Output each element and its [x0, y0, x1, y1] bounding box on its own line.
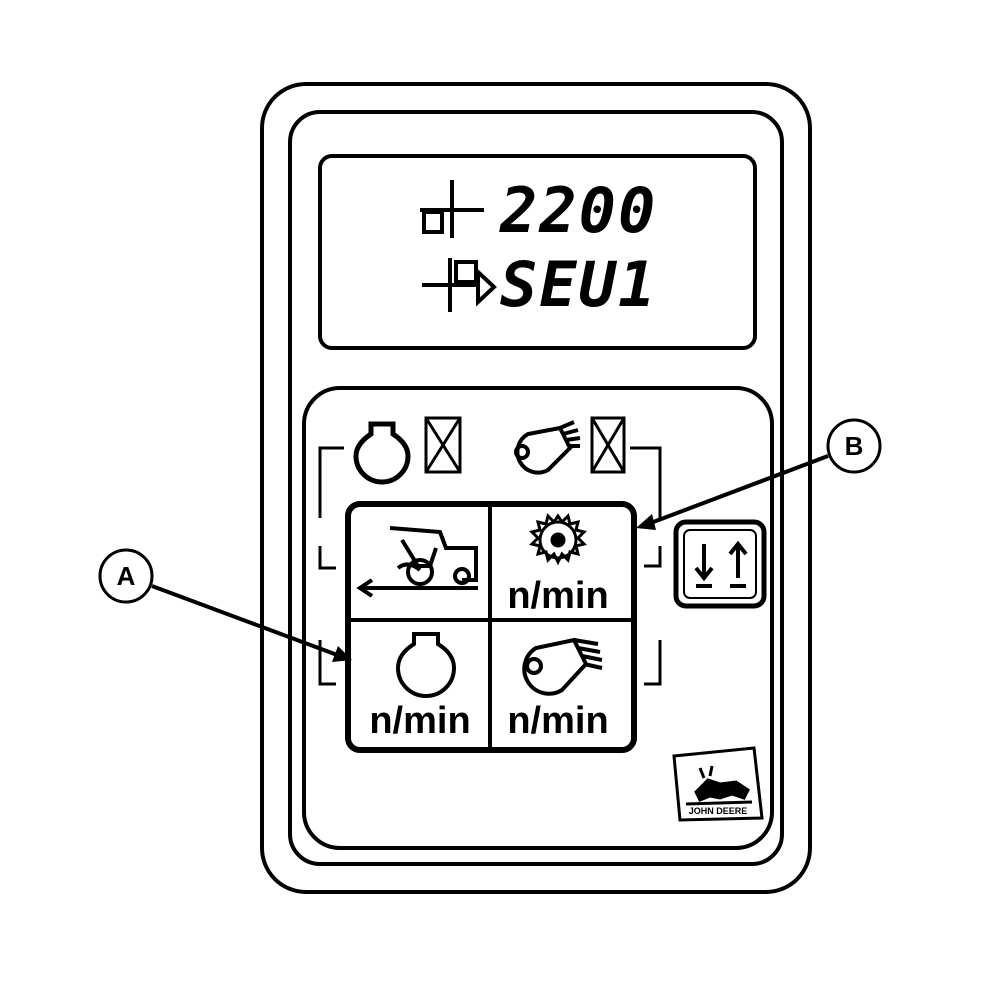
threshing-cylinder-icon	[529, 513, 587, 566]
engine-speed-key[interactable]: n/min	[350, 622, 488, 748]
display-line2-value: SEU1	[500, 248, 657, 321]
lcd-display	[318, 154, 757, 350]
fan-unit-label: n/min	[507, 700, 608, 742]
fan-speed-key[interactable]: n/min	[492, 622, 632, 748]
cleaning-fan-key-icon	[522, 637, 603, 696]
control-panel	[302, 386, 774, 850]
thresher-unit-label: n/min	[507, 575, 608, 617]
lower-raise-button[interactable]	[673, 519, 767, 609]
callout-a-label: A	[117, 561, 136, 591]
bracket-lines	[318, 446, 662, 686]
engine-setpoint-icon	[420, 180, 484, 238]
ground-speed-key[interactable]	[350, 506, 488, 618]
fan-warning-box	[590, 416, 626, 474]
engine-key-icon	[395, 632, 457, 698]
callout-a: A	[98, 548, 352, 662]
combine-harvester-icon	[356, 526, 478, 598]
thresher-speed-key[interactable]: n/min	[492, 506, 632, 618]
display-line1-value: 2200	[499, 174, 657, 247]
engine-indicator-icon	[353, 421, 411, 485]
logo-wordmark: JOHN DEERE	[689, 806, 748, 816]
monitor-bezel	[288, 110, 784, 866]
setpoint-select-icon	[422, 258, 497, 312]
callout-b: B	[636, 418, 882, 530]
engine-warning-box	[424, 416, 462, 474]
cleaning-fan-indicator-icon	[514, 420, 581, 475]
lower-raise-arrows-icon	[694, 540, 748, 588]
callout-b-label: B	[845, 431, 864, 461]
engine-unit-label: n/min	[369, 700, 470, 742]
john-deere-logo: JOHN DEERE	[672, 746, 764, 822]
